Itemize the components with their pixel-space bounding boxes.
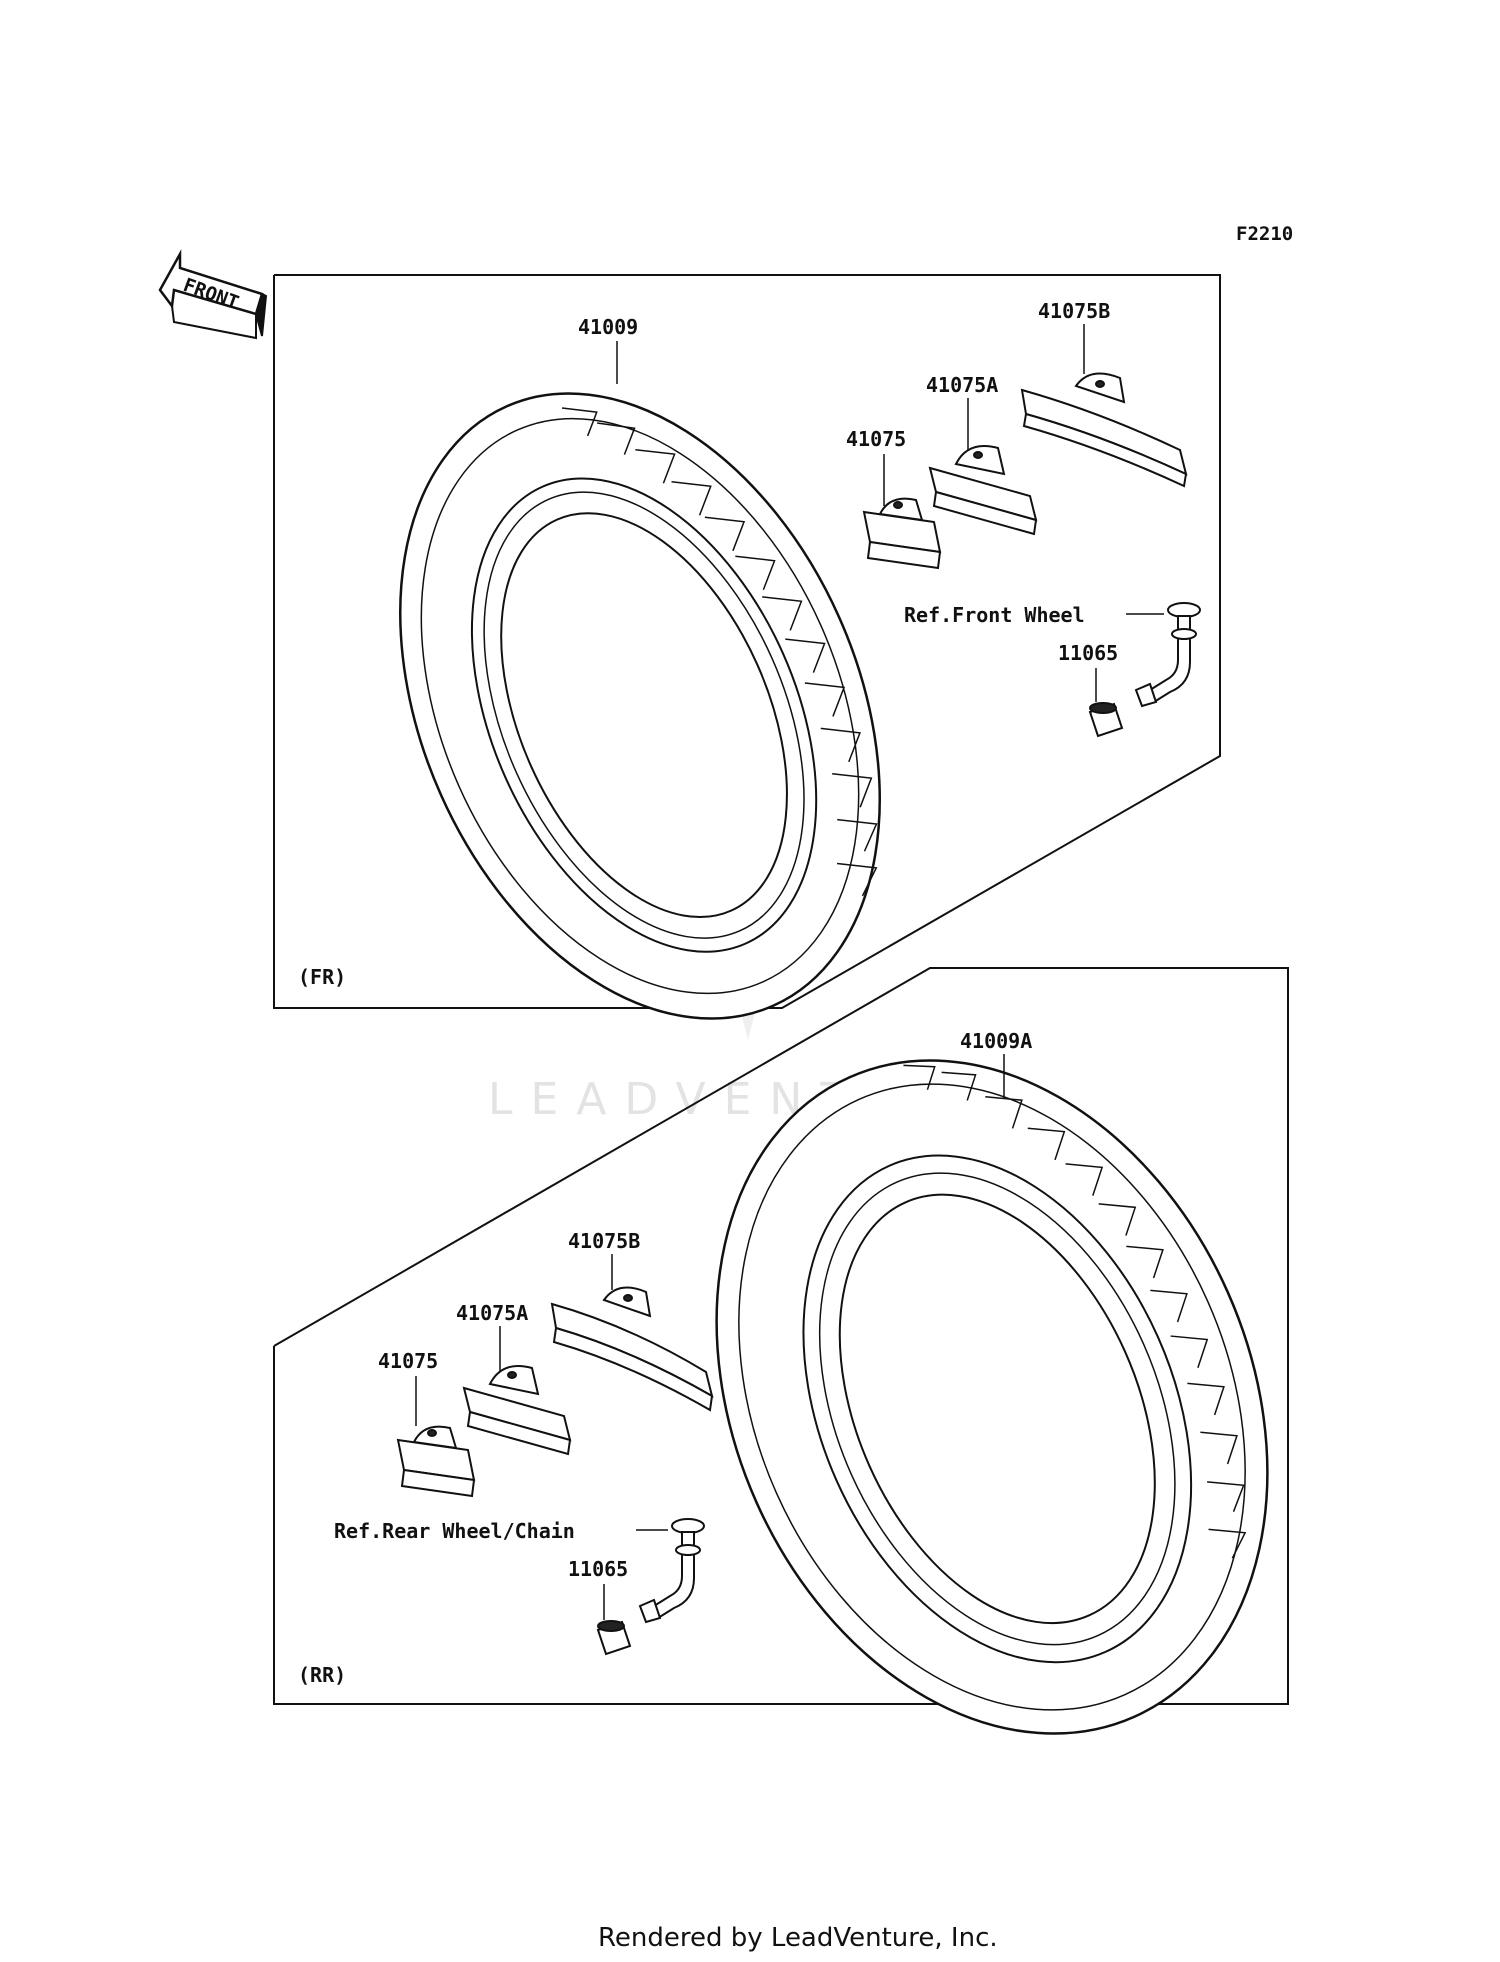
front-section-border — [273, 274, 1221, 1009]
front-valve-cap-part-number: 11065 — [1058, 641, 1118, 665]
front-valve-cap — [1088, 702, 1124, 738]
diagram-code: F2210 — [1236, 223, 1293, 245]
rear-valve-cap-part-number: 11065 — [568, 1557, 628, 1581]
rear-valve-stem — [638, 1518, 705, 1624]
rear-weight-b-part-number: 41075B — [568, 1229, 640, 1253]
front-valve-stem — [1134, 602, 1201, 708]
front-tire-part-number: 41009 — [578, 315, 638, 339]
front-weight-b — [1020, 372, 1188, 488]
front-arrow-icon: FRONT — [158, 249, 268, 340]
front-reference-label: Ref.Front Wheel — [904, 603, 1085, 627]
footer-credit: Rendered by LeadVenture, Inc. — [598, 1923, 998, 1953]
rear-tire-tread — [903, 1064, 1247, 1559]
front-section: (FR) — [273, 274, 1221, 1020]
rear-valve-cap — [596, 1620, 632, 1656]
rear-weight-a-part-number: 41075A — [456, 1301, 528, 1325]
front-weight-a — [928, 445, 1038, 536]
rear-section-label: (RR) — [298, 1663, 346, 1687]
rear-weight — [396, 1425, 476, 1498]
rear-weight-a — [462, 1365, 572, 1456]
front-weight — [862, 497, 942, 570]
front-section-label: (FR) — [298, 965, 346, 989]
rear-tire-part-number: 41009A — [960, 1029, 1032, 1053]
front-tire — [399, 392, 881, 1020]
front-weight-a-part-number: 41075A — [926, 373, 998, 397]
rear-section: (RR) — [273, 967, 1289, 1735]
rear-weight-part-number: 41075 — [378, 1349, 438, 1373]
rear-reference-label: Ref.Rear Wheel/Chain — [334, 1519, 575, 1543]
front-weight-b-part-number: 41075B — [1038, 299, 1110, 323]
front-tire-tread — [561, 407, 878, 897]
rear-section-border — [273, 967, 1289, 1705]
rear-weight-b — [550, 1286, 714, 1412]
front-weight-part-number: 41075 — [846, 427, 906, 451]
rear-tire — [715, 1059, 1269, 1735]
